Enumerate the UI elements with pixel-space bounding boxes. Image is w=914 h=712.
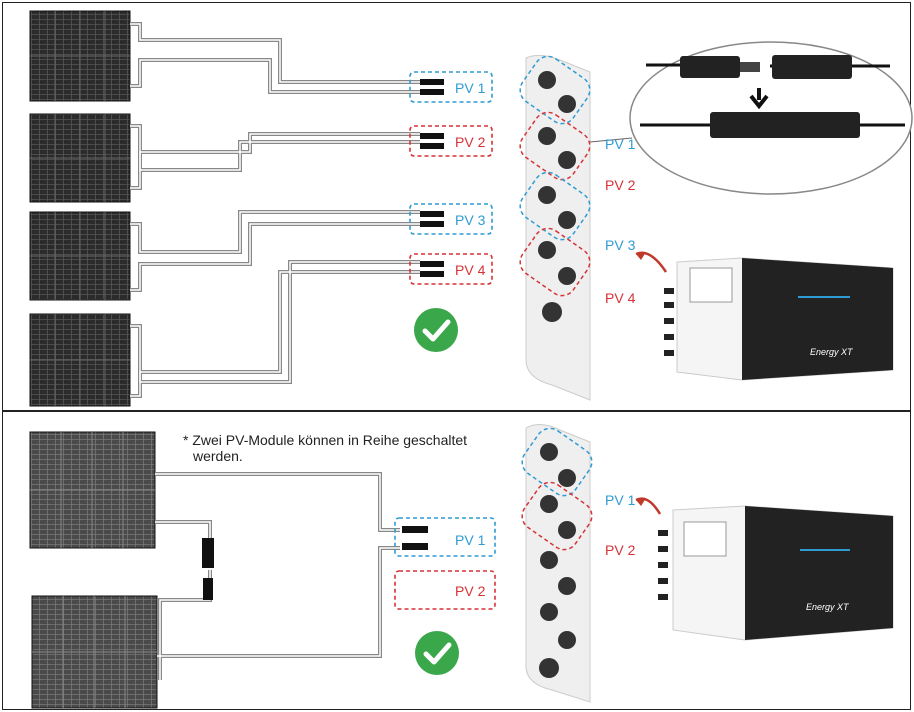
solar-panel-5 [29, 431, 156, 549]
inverter-unit-top [635, 251, 894, 381]
port-label-pv4: PV 4 [605, 290, 636, 306]
connector-label-pv3: PV 3 [455, 212, 486, 228]
series-note: * Zwei PV-Module können in Reihe geschal… [183, 432, 468, 464]
port-label-pv2-bottom: PV 2 [605, 542, 636, 558]
inverter-unit-bottom [635, 497, 894, 641]
brand-logo-top: Energy XT [810, 347, 853, 357]
pv3-connector-box [409, 203, 493, 235]
pv1-connector-box [409, 71, 493, 103]
inverter-port-strip-top [519, 54, 591, 401]
connector-label-pv2-bottom: PV 2 [455, 583, 486, 599]
solar-panel-6 [31, 595, 158, 709]
solar-panel-4 [29, 313, 131, 407]
solar-panel-3 [29, 211, 131, 301]
pv2-connector-box-bottom [394, 570, 496, 610]
mc4-connectors-bottom [202, 526, 428, 600]
mc4-connectors-top [420, 79, 444, 277]
port-label-pv1: PV 1 [605, 136, 636, 152]
arrow-down-icon [749, 88, 769, 110]
connector-detail-callout [589, 41, 913, 195]
solar-panel-2 [29, 113, 131, 203]
inverter-port-strip-bottom [521, 424, 593, 703]
pv1-connector-box-bottom [394, 517, 496, 557]
check-circle-icon [414, 308, 458, 352]
port-label-pv3: PV 3 [605, 237, 636, 253]
cables-bottom [155, 472, 400, 680]
pv2-connector-box [409, 125, 493, 157]
port-label-pv1-bottom: PV 1 [605, 492, 636, 508]
cables-top [130, 22, 420, 398]
solar-panel-1 [29, 10, 131, 102]
brand-logo-bottom: Energy XT [806, 602, 849, 612]
check-circle-icon-bottom [415, 631, 459, 675]
connector-label-pv1: PV 1 [455, 80, 486, 96]
port-label-pv2: PV 2 [605, 177, 636, 193]
pv4-connector-box [409, 253, 493, 285]
connector-label-pv4: PV 4 [455, 262, 486, 278]
connector-label-pv1-bottom: PV 1 [455, 532, 486, 548]
connector-label-pv2: PV 2 [455, 134, 486, 150]
